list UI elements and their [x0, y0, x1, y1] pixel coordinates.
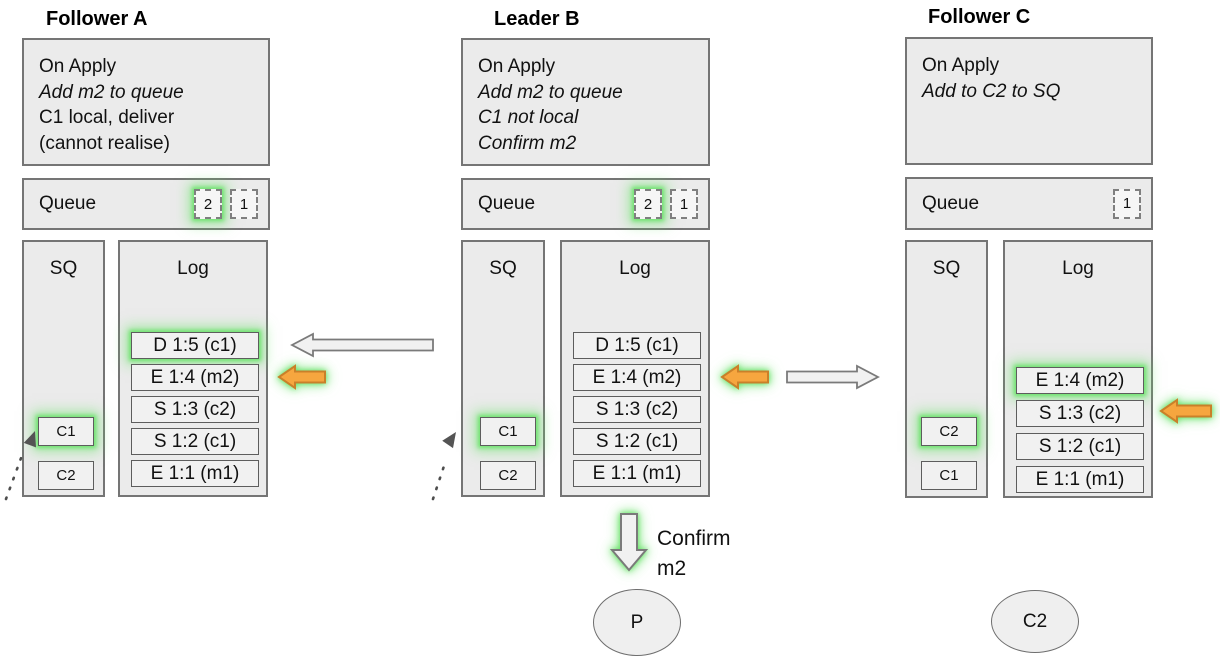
- on-apply-line: On Apply: [922, 55, 1000, 76]
- log-box-c: Log E 1:4 (m2) S 1:3 (c2) S 1:2 (c1) E 1…: [1003, 240, 1153, 498]
- log-entry: S 1:2 (c1): [573, 428, 701, 455]
- node-title-follower-c: Follower C: [928, 6, 1031, 28]
- apply-arrow-c-icon: [1159, 398, 1212, 424]
- queue-label: Queue: [39, 193, 97, 214]
- sq-box-a: SQ C1 C2: [22, 240, 105, 497]
- log-entry: S 1:3 (c2): [1016, 400, 1144, 427]
- replicate-arrow-b-to-c-icon: [786, 364, 880, 390]
- sq-item: C1: [480, 417, 536, 446]
- ellipse-label: C2: [1022, 610, 1048, 632]
- confirm-arrow-down-icon: [609, 513, 649, 572]
- on-apply-line: Add m2 to queue: [478, 81, 623, 103]
- apply-arrow-a-icon: [277, 364, 326, 390]
- log-entry: E 1:1 (m1): [573, 460, 701, 487]
- on-apply-line: C1 local, deliver: [39, 107, 175, 128]
- sq-box-c: SQ C2 C1: [905, 240, 988, 498]
- sq-dotted-arrow-a-icon: [4, 431, 36, 501]
- on-apply-box-a: On Apply Add m2 to queue C1 local, deliv…: [22, 38, 270, 166]
- queue-box-a: Queue 2 1: [22, 178, 270, 230]
- log-label: Log: [619, 258, 651, 279]
- log-entry: E 1:1 (m1): [131, 460, 259, 487]
- replicate-arrow-b-to-a-icon: [290, 332, 434, 358]
- on-apply-box-c: On Apply Add to C2 to SQ: [905, 37, 1153, 165]
- process-ellipse-c2: C2: [991, 590, 1079, 653]
- sq-box-b: SQ C1 C2: [461, 240, 545, 497]
- sq-item: C2: [921, 417, 977, 446]
- log-label: Log: [1062, 258, 1094, 279]
- log-box-b: Log D 1:5 (c1) E 1:4 (m2) S 1:3 (c2) S 1…: [560, 240, 710, 497]
- on-apply-line: Add m2 to queue: [39, 81, 184, 103]
- log-entry: D 1:5 (c1): [573, 332, 701, 359]
- log-box-a: Log D 1:5 (c1) E 1:4 (m2) S 1:3 (c2) S 1…: [118, 240, 268, 497]
- node-title-follower-a: Follower A: [46, 8, 148, 30]
- log-entry: E 1:4 (m2): [573, 364, 701, 391]
- on-apply-line: C1 not local: [478, 107, 579, 128]
- log-entry: S 1:3 (c2): [573, 396, 701, 423]
- log-entry: S 1:2 (c1): [1016, 433, 1144, 460]
- sq-item: C2: [480, 461, 536, 490]
- sq-dotted-arrow-b-icon: [431, 432, 456, 501]
- on-apply-box-b: On Apply Add m2 to queue C1 not local Co…: [461, 38, 710, 166]
- confirm-m2-label: Confirm m2: [657, 527, 731, 580]
- log-entry: S 1:3 (c2): [131, 396, 259, 423]
- queue-box-c: Queue 1: [905, 177, 1153, 230]
- queue-box-b: Queue 2 1: [461, 178, 710, 230]
- sq-item: C1: [921, 461, 977, 490]
- ellipse-label: P: [630, 611, 644, 633]
- apply-arrow-b-icon: [720, 364, 769, 390]
- queue-label: Queue: [922, 192, 980, 214]
- sq-label: SQ: [932, 258, 961, 279]
- log-entry: E 1:4 (m2): [131, 364, 259, 391]
- process-ellipse-p: P: [593, 589, 681, 656]
- log-label: Log: [177, 258, 209, 279]
- on-apply-line: (cannot realise): [39, 132, 170, 154]
- queue-label: Queue: [478, 193, 536, 214]
- sq-label: SQ: [489, 258, 517, 279]
- on-apply-line: On Apply: [39, 56, 117, 77]
- sq-item: C1: [38, 417, 94, 446]
- node-title-leader-b: Leader B: [494, 8, 580, 30]
- log-entry: E 1:4 (m2): [1016, 367, 1144, 394]
- sq-label: SQ: [49, 258, 78, 279]
- log-entry: S 1:2 (c1): [131, 428, 259, 455]
- on-apply-line: Add to C2 to SQ: [922, 80, 1061, 102]
- queue-item: 2: [634, 189, 662, 219]
- queue-item: 2: [194, 189, 222, 219]
- log-entry: D 1:5 (c1): [131, 332, 259, 359]
- queue-item: 1: [230, 189, 258, 219]
- queue-item: 1: [670, 189, 698, 219]
- queue-item: 1: [1113, 188, 1141, 219]
- log-entry: E 1:1 (m1): [1016, 466, 1144, 493]
- sq-item: C2: [38, 461, 94, 490]
- on-apply-line: On Apply: [478, 56, 556, 77]
- on-apply-line: Confirm m2: [478, 132, 577, 154]
